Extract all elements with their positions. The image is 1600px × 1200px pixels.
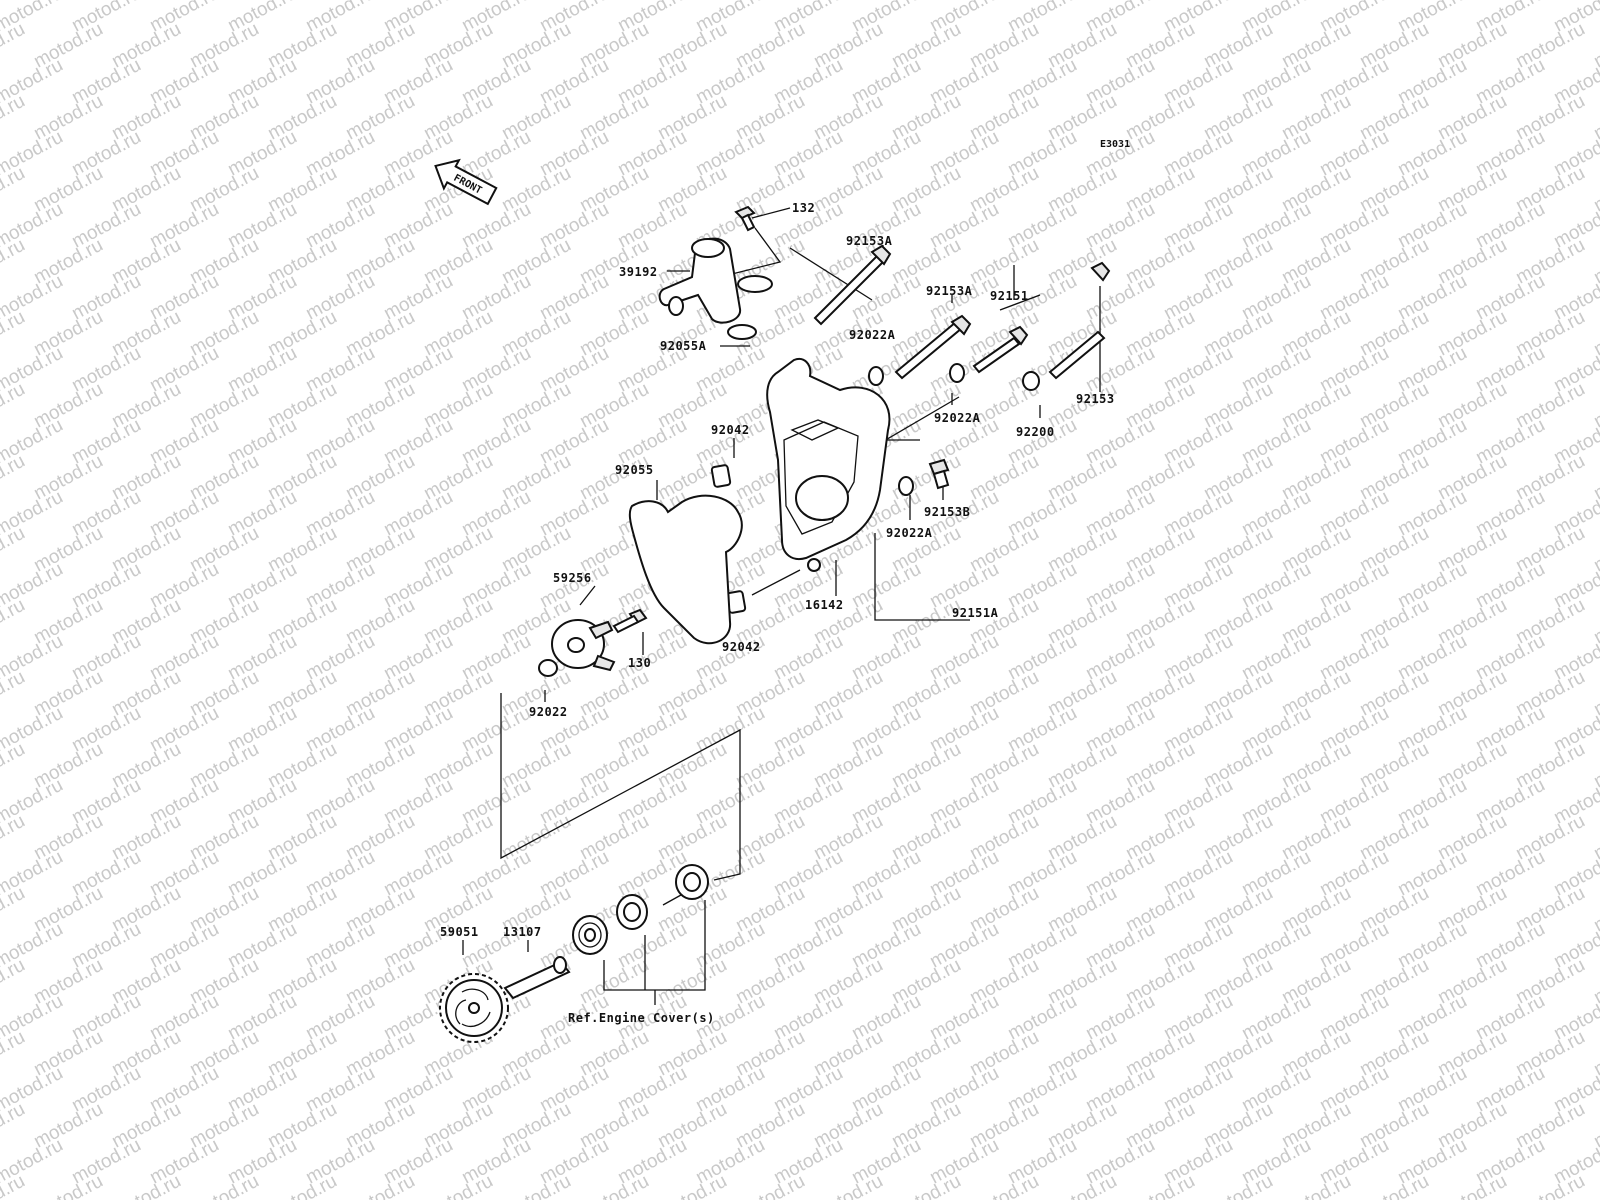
washer-92022A-lower <box>898 476 914 496</box>
watermark-text: motod.ru <box>0 19 29 73</box>
washer-92200 <box>1022 371 1040 391</box>
part-label-92022A-lower: 92022A <box>886 526 933 540</box>
part-label-92151: 92151 <box>990 289 1029 303</box>
part-label-132: 132 <box>792 201 815 215</box>
watermark-text: motod.ru <box>1278 1171 1354 1200</box>
part-label-130: 130 <box>628 656 651 670</box>
part-label-92200: 92200 <box>1016 425 1055 439</box>
watermark-text: motod.ru <box>0 1027 29 1081</box>
part-label-59256: 59256 <box>553 571 592 585</box>
dowel-92042-upper <box>710 464 732 488</box>
watermark-text: motod.ru <box>0 1099 29 1153</box>
part-label-92153A-second: 92153A <box>926 284 973 298</box>
watermark-text: motod.ru <box>0 667 29 721</box>
watermark-text: motod.ru <box>654 1171 730 1200</box>
part-label-92055A: 92055A <box>660 339 707 353</box>
part-label-92153B: 92153B <box>924 505 970 519</box>
part-label-92022A-top: 92022A <box>849 328 896 342</box>
watermark-text: motod.ru <box>966 1171 1042 1200</box>
watermark-text: motod.ru <box>888 1171 964 1200</box>
watermark-text: motod.ru <box>108 1171 184 1200</box>
watermark-text: motod.ru <box>732 1171 808 1200</box>
watermark-text: motod.ru <box>1122 1171 1198 1200</box>
part-label-92042-top: 92042 <box>711 423 750 437</box>
gear-59051 <box>439 973 509 1043</box>
watermark-text: motod.ru <box>0 307 29 361</box>
watermark-text: motod.ru <box>498 1171 574 1200</box>
part-label-59051: 59051 <box>440 925 479 939</box>
washer-92022A-middle <box>949 363 965 383</box>
watermark-text: motod.ru <box>264 1171 340 1200</box>
part-label-92151A: 92151A <box>952 606 999 620</box>
part-label-92022A-middle: 92022A <box>934 411 981 425</box>
watermark-text: motod.ru <box>1044 1171 1120 1200</box>
watermark-text: motod.ru <box>1512 1171 1588 1200</box>
watermark-text: motod.ru <box>1356 1171 1432 1200</box>
part-label-92153A-top: 92153A <box>846 234 893 248</box>
watermark-text: motod.ru <box>0 811 29 865</box>
washer-92022 <box>538 659 558 677</box>
part-label-39192: 39192 <box>619 265 658 279</box>
impeller-59256 <box>551 619 616 672</box>
watermark-text: motod.ru <box>0 163 29 217</box>
watermark-text: motod.ru <box>0 595 29 649</box>
watermark-text: motod.ru <box>342 1171 418 1200</box>
watermark-text: motod.ru <box>576 1171 652 1200</box>
oil-seal <box>616 894 648 930</box>
watermark-text: motod.ru <box>0 91 29 145</box>
watermark-text: motod.ru <box>0 235 29 289</box>
o-ring-92055A <box>737 275 773 293</box>
reference-note: Ref.Engine Cover(s) <box>568 1011 715 1025</box>
gasket-92055 <box>628 494 743 645</box>
watermark-text: motod.ru <box>1434 1171 1510 1200</box>
part-label-92153: 92153 <box>1076 392 1115 406</box>
watermark-text: motod.ru <box>0 883 29 937</box>
watermark-text: motod.ru <box>420 1171 496 1200</box>
washer-92022A-upper <box>868 366 884 386</box>
part-label-92022: 92022 <box>529 705 568 719</box>
part-label-16142: 16142 <box>805 598 844 612</box>
part-label-92055: 92055 <box>615 463 654 477</box>
seal-ring <box>675 864 709 900</box>
watermark-text: motod.ru <box>0 451 29 505</box>
watermark-text: motod.ru <box>0 739 29 793</box>
watermark-text: motod.ru <box>186 1171 262 1200</box>
watermark-text: motod.ru <box>30 1171 106 1200</box>
watermark-text: motod.ru <box>0 379 29 433</box>
watermark-text: motod.ru <box>0 955 29 1009</box>
part-label-13107: 13107 <box>503 925 542 939</box>
watermark-text: motod.ru <box>0 523 29 577</box>
part-label-92042-lower: 92042 <box>722 640 761 654</box>
watermark-text: motod.ru <box>1200 1171 1276 1200</box>
diagram-code: E3031 <box>1100 139 1130 150</box>
watermark-text: motod.ru <box>1590 1171 1600 1200</box>
ball-bearing <box>572 915 608 955</box>
watermark-text: motod.ru <box>810 1171 886 1200</box>
